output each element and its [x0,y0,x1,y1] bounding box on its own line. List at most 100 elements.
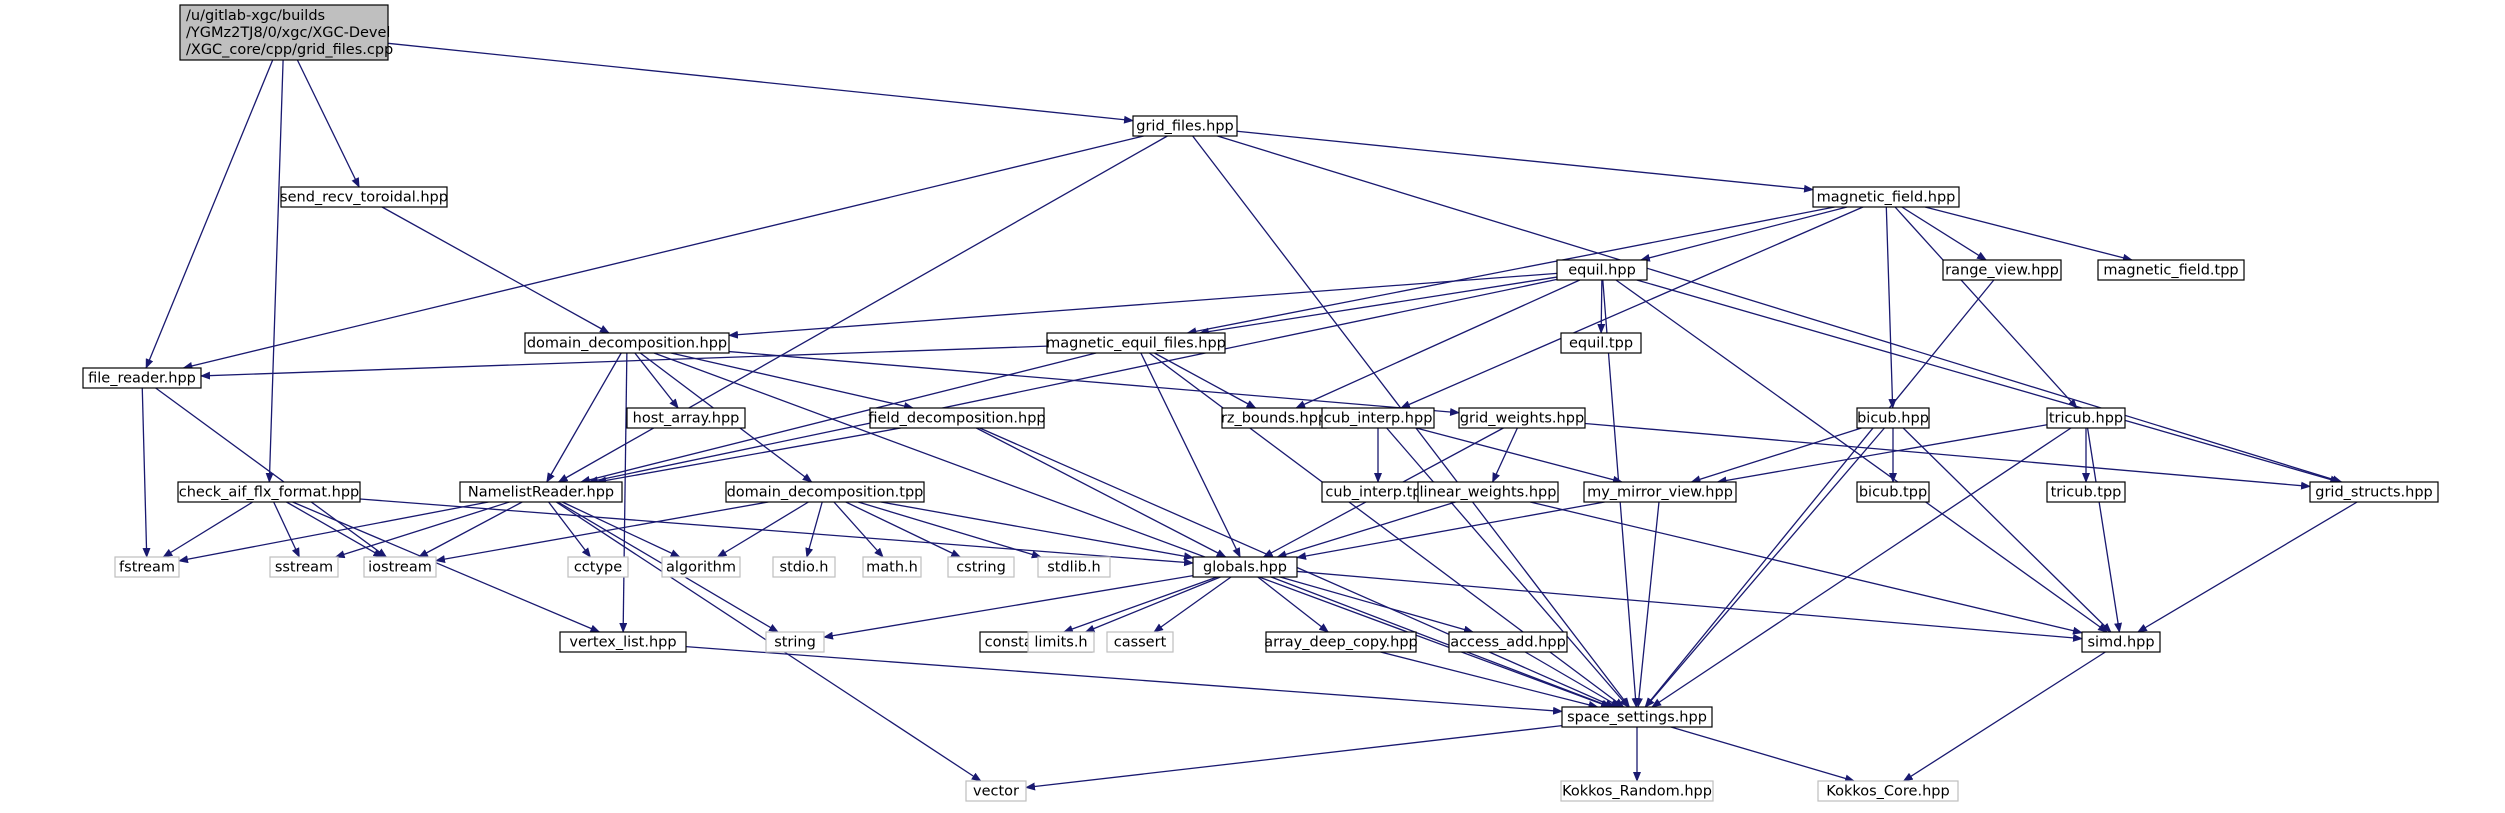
node-access-add[interactable]: access_add.hpp [1448,631,1568,653]
edge-line [1885,206,1897,409]
node-namelist[interactable]: NamelistReader.hpp [459,481,623,503]
edge-domain_decomp_tpp-to-globals [880,501,1194,561]
node-cub-interp[interactable]: cub_interp.hpp [1321,407,1435,429]
node-vector[interactable]: vector [965,780,1027,802]
node-box [1046,332,1226,354]
edge-space_settings-to-kokkos_core [1670,726,1856,783]
edge-line [1690,427,1862,484]
node-equil[interactable]: equil.hpp [1556,259,1648,281]
node-label: rz_bounds.hpp [1221,411,1327,427]
node-algorithm[interactable]: algorithm [661,556,741,578]
node-box [363,556,437,578]
node-box [626,407,746,429]
node-space-settings[interactable]: space_settings.hpp [1561,706,1713,728]
node-label: magnetic_field.tpp [2103,263,2238,279]
edge-line [1154,352,1257,409]
node-sstream[interactable]: sstream [269,556,339,578]
edge-line [1636,279,2341,484]
edge-line [296,59,360,188]
edge-line [1524,651,1621,708]
node-simd[interactable]: simd.hpp [2081,631,2161,653]
node-bicub-tpp[interactable]: bicub.tpp [1856,481,1930,503]
node-field-decomp[interactable]: field_decomposition.hpp [868,407,1046,429]
node-label: NamelistReader.hpp [468,485,614,501]
node-mag-equil-files[interactable]: magnetic_equil_files.hpp [1046,332,1226,354]
node-grid-structs[interactable]: grid_structs.hpp [2309,481,2439,503]
node-magnetic-field-tpp[interactable]: magnetic_field.tpp [2097,259,2245,281]
edge-domain_decomp_tpp-to-stdio [805,501,823,558]
edge-line [381,206,610,334]
node-cub-interp-tpp[interactable]: cub_interp.tpp [1321,481,1435,503]
edge-line [1386,427,1629,708]
edge-line [435,501,769,564]
node-box [177,481,361,503]
node-stdio[interactable]: stdio.h [772,556,836,578]
node-check-aif[interactable]: check_aif_flx_format.hpp [177,481,361,503]
edge-magnetic_field-to-mag_equil_files [1186,206,1835,336]
edge-line [1153,576,1232,633]
node-limits[interactable]: limits.h [1027,631,1095,653]
node-label: globals.hpp [1203,560,1287,576]
node-label: domain_decomposition.tpp [727,485,924,501]
node-stdlib[interactable]: stdlib.h [1037,556,1111,578]
node-file-reader[interactable]: file_reader.hpp [82,367,202,389]
edge-field_decomp-to-namelist [596,427,901,485]
edge-mag_equil_files-to-rz_bounds [1154,352,1257,409]
edge-line [1380,651,1599,709]
edge-line [1296,570,2083,642]
node-fstream[interactable]: fstream [114,556,180,578]
node-globals[interactable]: globals.hpp [1192,556,1298,578]
node-kokkos-random[interactable]: Kokkos_Random.hpp [1560,780,1714,802]
node-iostream[interactable]: iostream [363,556,437,578]
edge-line [562,501,681,558]
edge-line [596,427,901,485]
node-cassert[interactable]: cassert [1106,631,1174,653]
node-send-recv[interactable]: send_recv_toroidal.hpp [280,186,448,208]
node-magnetic-field[interactable]: magnetic_field.hpp [1812,186,1960,208]
node-tricub-tpp[interactable]: tricub.tpp [2046,481,2126,503]
node-array-deep-copy[interactable]: array_deep_copy.hpp [1264,631,1418,653]
node-host-array[interactable]: host_array.hpp [626,407,746,429]
edge-line [1400,206,1864,409]
node-box [1448,631,1568,653]
node-tricub[interactable]: tricub.hpp [2046,407,2126,429]
edge-my_mirror-to-space_settings [1634,501,1660,708]
node-root[interactable]: /u/gitlab-xgc/builds/YGMz2TJ8/0/xgc/XGC-… [179,4,393,61]
node-label: /YGMz2TJ8/0/xgc/XGC-Devel [186,25,390,41]
node-box [459,481,623,503]
node-cctype[interactable]: cctype [567,556,629,578]
node-my-mirror[interactable]: my_mirror_view.hpp [1583,481,1737,503]
node-domain-decomp[interactable]: domain_decomposition.hpp [524,332,730,354]
node-bicub[interactable]: bicub.hpp [1856,407,1930,429]
node-kokkos-core[interactable]: Kokkos_Core.hpp [1817,780,1959,802]
node-box [2097,259,2245,281]
edge-cub_interp-to-space_settings [1386,427,1629,708]
edge-domain_decomp-to-vertex_list [619,352,628,633]
node-math[interactable]: math.h [862,556,922,578]
node-rz-bounds[interactable]: rz_bounds.hpp [1221,407,1327,429]
edge-line [670,352,914,410]
edge-line [359,498,1194,567]
node-box [1856,481,1930,503]
node-linear-weights[interactable]: linear_weights.hpp [1417,481,1559,503]
node-grid-files[interactable]: grid_files.hpp [1132,115,1238,137]
edge-line [417,501,523,558]
node-label: vector [973,784,1019,800]
node-grid-weights[interactable]: grid_weights.hpp [1458,407,1586,429]
edge-domain_decomp-to-grid_weights [728,350,1460,416]
node-label: grid_structs.hpp [2315,485,2432,501]
edge-magnetic_field-to-cub_interp [1400,206,1864,409]
node-domain-decomp-tpp[interactable]: domain_decomposition.tpp [725,481,925,503]
edge-magnetic_field-to-magnetic_field_tpp [1924,206,2133,262]
edge-check_aif-to-fstream [162,501,254,558]
node-vertex-list[interactable]: vertex_list.hpp [559,631,687,653]
edge-line [1279,576,1474,634]
node-string[interactable]: string [765,631,825,653]
node-range-view[interactable]: range_view.hpp [1942,259,2062,281]
node-equil-tpp[interactable]: equil.tpp [1560,332,1642,354]
edge-access_add-to-space_settings [1524,651,1621,708]
node-cstring[interactable]: cstring [947,556,1015,578]
edge-line [1716,424,2048,485]
node-box [280,186,448,208]
edge-line [685,646,1563,715]
